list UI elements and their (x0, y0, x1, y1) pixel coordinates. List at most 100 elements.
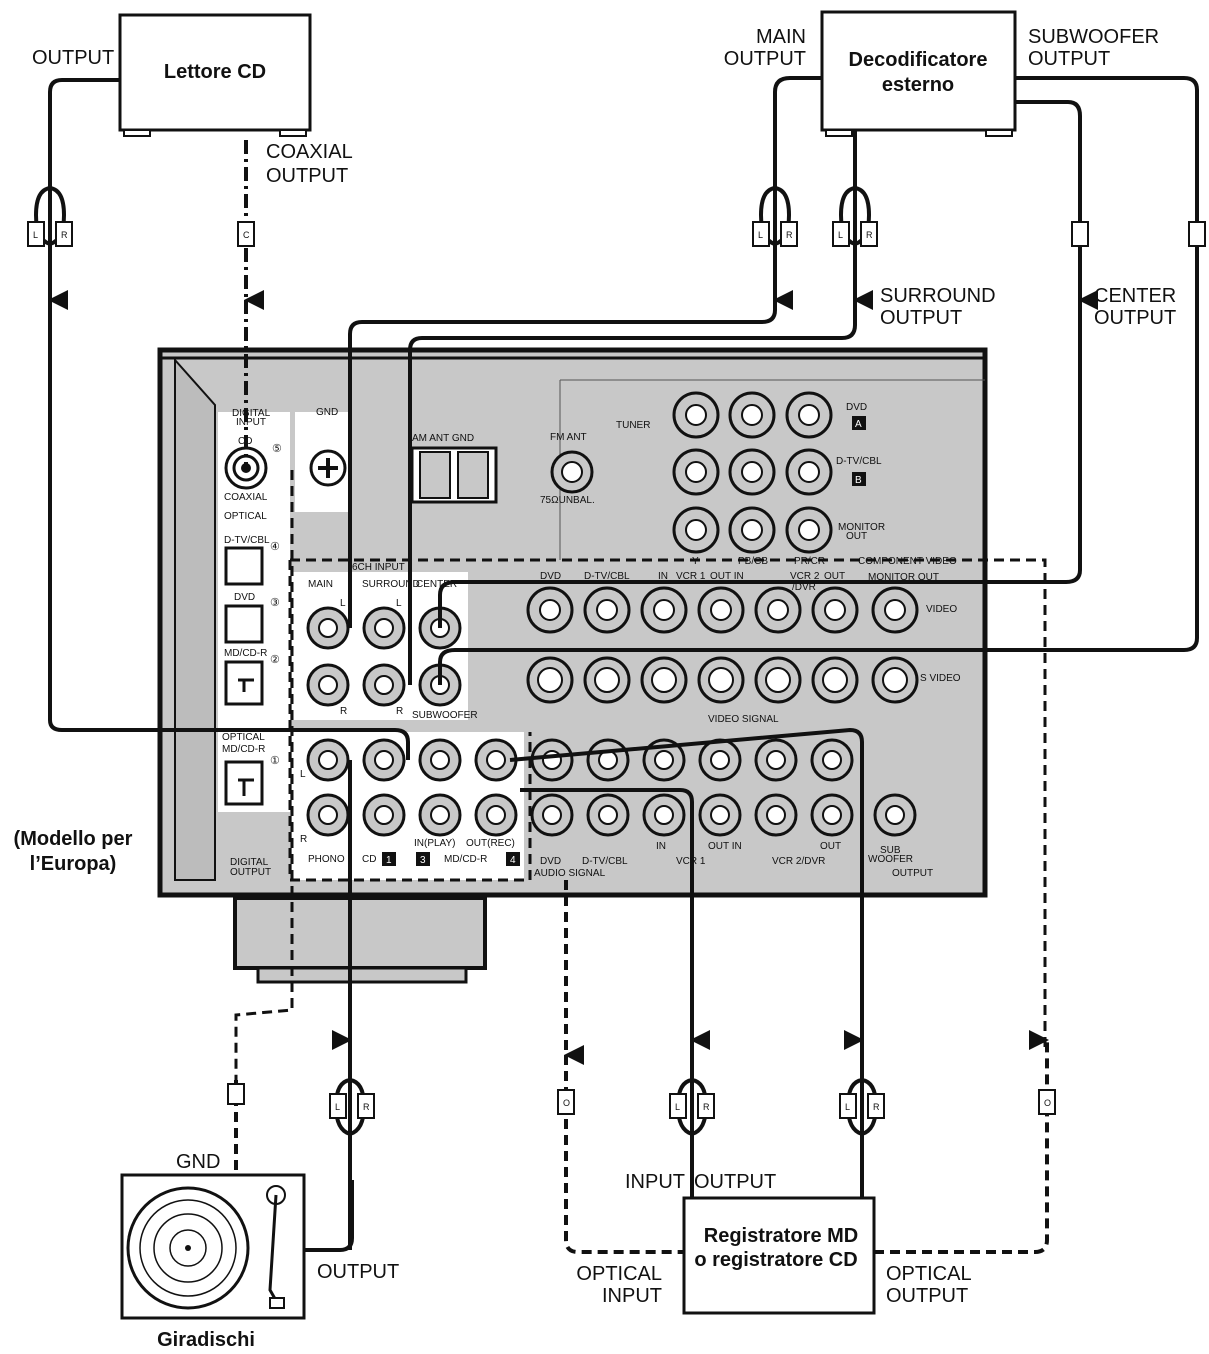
svg-text:COAXIAL: COAXIAL (224, 492, 268, 503)
svg-text:4: 4 (510, 855, 516, 866)
svg-text:AUDIO SIGNAL: AUDIO SIGNAL (534, 868, 606, 879)
svg-text:INPUT: INPUT (625, 1171, 685, 1193)
panel-jacks (224, 391, 919, 837)
svg-text:Registratore MD: Registratore MD (704, 1225, 858, 1247)
svg-text:6CH INPUT: 6CH INPUT (352, 562, 405, 573)
svg-text:VCR 1: VCR 1 (676, 571, 706, 582)
svg-text:O: O (1044, 1098, 1051, 1108)
plug-letters: L R C L R L R L R L R L R O O (33, 230, 1051, 1112)
svg-text:L: L (340, 598, 346, 609)
svg-text:o registratore CD: o registratore CD (694, 1249, 857, 1271)
svg-text:R: R (703, 1102, 710, 1112)
svg-text:OUTPUT: OUTPUT (892, 868, 933, 879)
svg-text:OUTPUT: OUTPUT (230, 867, 271, 878)
svg-text:D-TV/CBL: D-TV/CBL (582, 856, 628, 867)
svg-text:OUT: OUT (820, 841, 841, 852)
cd-player: Lettore CD (118, 13, 312, 137)
svg-text:R: R (873, 1102, 880, 1112)
external-decoder: Decodificatore esterno (820, 10, 1017, 137)
svg-text:SURROUND: SURROUND (362, 579, 420, 590)
svg-text:OUT: OUT (846, 531, 867, 542)
svg-text:WOOFER: WOOFER (868, 854, 913, 865)
svg-text:OUTPUT: OUTPUT (266, 165, 348, 187)
svg-text:OPTICAL: OPTICAL (886, 1263, 972, 1285)
plugs (27, 186, 1206, 1136)
svg-text:OPTICAL: OPTICAL (224, 511, 267, 522)
svg-text:C: C (243, 230, 250, 240)
svg-text:DVD: DVD (234, 592, 255, 603)
svg-text:OUT(REC): OUT(REC) (466, 838, 515, 849)
svg-text:INPUT: INPUT (236, 417, 266, 428)
svg-text:CENTER: CENTER (1094, 285, 1176, 307)
svg-text:OUT: OUT (824, 571, 845, 582)
svg-text:INPUT: INPUT (602, 1285, 662, 1307)
svg-text:④: ④ (270, 541, 280, 553)
svg-text:D-TV/CBL: D-TV/CBL (584, 571, 630, 582)
svg-text:⑤: ⑤ (272, 443, 282, 455)
svg-text:VCR 2/DVR: VCR 2/DVR (772, 856, 825, 867)
svg-text:R: R (866, 230, 873, 240)
svg-text:(Modello per: (Modello per (14, 828, 133, 850)
svg-text:OUTPUT: OUTPUT (317, 1261, 399, 1283)
svg-text:MONITOR OUT: MONITOR OUT (868, 572, 939, 583)
svg-text:OUTPUT: OUTPUT (724, 48, 806, 70)
svg-text:B: B (855, 475, 862, 486)
svg-text:S VIDEO: S VIDEO (920, 673, 961, 684)
svg-text:SURROUND: SURROUND (880, 285, 996, 307)
svg-text:OUT IN: OUT IN (708, 841, 742, 852)
svg-text:TUNER: TUNER (616, 420, 650, 431)
svg-text:L: L (300, 769, 306, 780)
svg-text:PB/CB: PB/CB (738, 556, 768, 567)
svg-text:COAXIAL: COAXIAL (266, 141, 353, 163)
svg-text:DVD: DVD (540, 856, 561, 867)
svg-text:Decodificatore: Decodificatore (849, 49, 988, 71)
svg-text:D-TV/CBL: D-TV/CBL (224, 535, 270, 546)
svg-text:OUTPUT: OUTPUT (1094, 307, 1176, 329)
svg-text:R: R (300, 834, 307, 845)
md-cd-recorder: Registratore MD o registratore CD (682, 1196, 876, 1315)
svg-text:SUBWOOFER: SUBWOOFER (412, 710, 478, 721)
svg-text:esterno: esterno (882, 74, 954, 96)
svg-text:GND: GND (316, 407, 338, 418)
svg-text:OPTICAL: OPTICAL (576, 1263, 662, 1285)
svg-text:/DVR: /DVR (792, 582, 816, 593)
svg-text:VIDEO SIGNAL: VIDEO SIGNAL (708, 714, 779, 725)
svg-text:R: R (61, 230, 68, 240)
svg-text:VIDEO: VIDEO (926, 604, 957, 615)
svg-text:D-TV/CBL: D-TV/CBL (836, 456, 882, 467)
svg-text:CENTER: CENTER (416, 579, 457, 590)
panel-dashed-outline (234, 470, 1047, 1080)
svg-text:CD: CD (362, 854, 376, 865)
svg-text:1: 1 (386, 855, 392, 866)
svg-text:IN(PLAY): IN(PLAY) (414, 838, 456, 849)
svg-text:OPTICAL: OPTICAL (222, 732, 265, 743)
svg-text:③: ③ (270, 597, 280, 609)
svg-text:MAIN: MAIN (308, 579, 333, 590)
svg-text:OUTPUT: OUTPUT (694, 1171, 776, 1193)
svg-text:l’Europa): l’Europa) (30, 853, 117, 875)
svg-text:DIGITAL: DIGITAL (230, 857, 269, 868)
svg-text:GND: GND (176, 1151, 220, 1173)
svg-text:75ΩUNBAL.: 75ΩUNBAL. (540, 495, 595, 506)
svg-text:MONITOR: MONITOR (838, 522, 885, 533)
svg-text:DVD: DVD (540, 571, 561, 582)
turntable: Giradischi (120, 1173, 306, 1351)
svg-text:R: R (396, 706, 403, 717)
model-note: (Modello per l’Europa) (14, 828, 133, 875)
svg-text:MAIN: MAIN (756, 26, 806, 48)
svg-text:MD/CD-R: MD/CD-R (444, 854, 487, 865)
svg-text:OUTPUT: OUTPUT (1028, 48, 1110, 70)
svg-text:L: L (396, 598, 402, 609)
svg-text:OUTPUT: OUTPUT (886, 1285, 968, 1307)
svg-text:L: L (758, 230, 763, 240)
svg-text:L: L (845, 1102, 850, 1112)
svg-text:PHONO: PHONO (308, 854, 345, 865)
cable-labels: OUTPUT COAXIAL OUTPUT MAIN OUTPUT SUBWOO… (32, 26, 1176, 1307)
svg-text:OUTPUT: OUTPUT (880, 307, 962, 329)
svg-text:COMPONENT VIDEO: COMPONENT VIDEO (858, 556, 957, 567)
svg-text:L: L (335, 1102, 340, 1112)
svg-text:①: ① (270, 755, 280, 767)
svg-text:A: A (855, 419, 862, 430)
svg-text:DIGITAL: DIGITAL (232, 408, 271, 419)
